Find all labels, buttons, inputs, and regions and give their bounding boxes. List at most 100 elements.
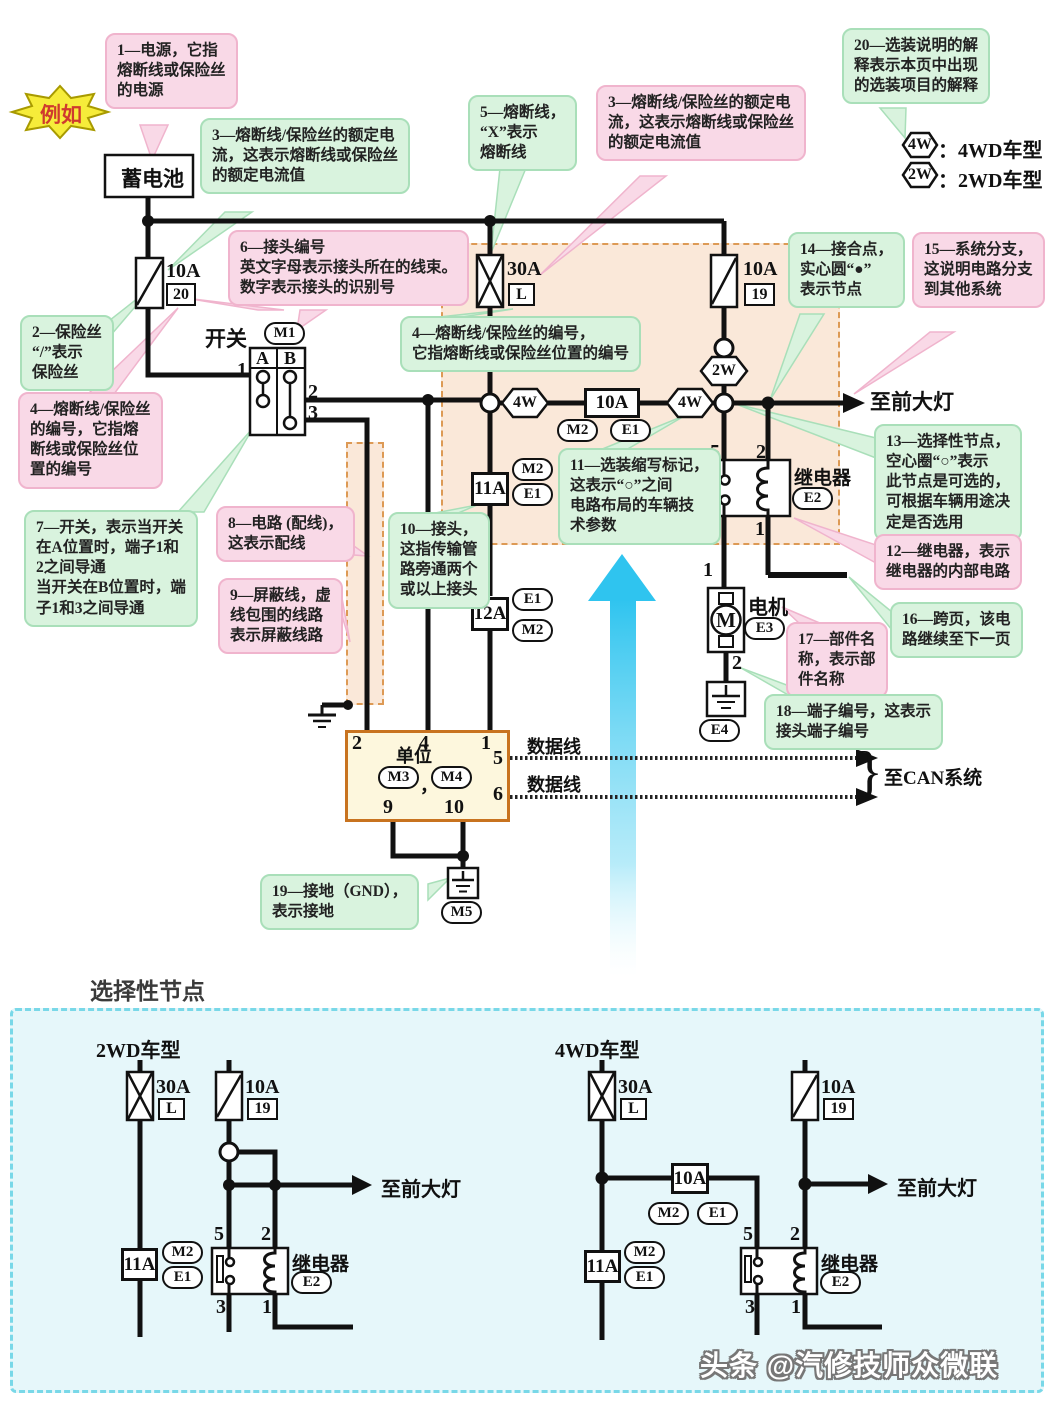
example-badge: 例如 (40, 103, 82, 127)
example-starburst (8, 84, 112, 140)
unit-terminal-5: 5 (493, 747, 503, 769)
ground-symbols (308, 680, 747, 900)
switch-label: 开关 (205, 327, 247, 351)
connector-tag-e4: E4 (699, 719, 740, 742)
callout-3-rating-right: 3—熔断线/保险丝的额定电 流，这表示熔断线或保险丝 的额定电流值 (596, 85, 807, 162)
connector-11a-4wd: 11A (584, 1250, 621, 1283)
callout-3-rating-left: 3—熔断线/保险丝的额定电 流，这表示熔断线或保险丝 的额定电流值 (200, 118, 411, 195)
callout-16-cross-page: 16—跨页，该电 路继续至下一页 (890, 602, 1023, 659)
switch-terminal-2: 2 (308, 381, 318, 403)
can-label: 至CAN系统 (884, 768, 983, 789)
fusible30-id: L (508, 283, 535, 306)
relay4wd-terminal-3: 3 (745, 1296, 755, 1318)
wires-4wd (599, 1060, 882, 1340)
callout-7-switch: 7—开关，表示当开关 在A位置时，端子1和 2之间导通 当开关在B位置时，端 子… (24, 510, 198, 627)
fuse-10a-mid: 10A (584, 388, 640, 418)
headlight-label-2wd: 至前大灯 (381, 1179, 461, 1201)
switch-col-a: A (256, 348, 269, 368)
watermark: 头条 @汽修技师众微联 (700, 1350, 999, 1381)
connector-tag-e1: E1 (512, 483, 553, 506)
unit-terminal-1: 1 (481, 732, 491, 754)
option-tag-4w-left: 4W (513, 394, 537, 411)
callout-13-selective-node: 13—选择性节点， 空心圈“○”表示 此节点是可选的， 可根据车辆用途决 定是否… (874, 424, 1023, 541)
callout-8-circuit: 8—电路 (配线)， 这表示配线 (216, 506, 355, 563)
connector-tag-m2: M2 (512, 619, 553, 642)
headlight-label: 至前大灯 (870, 390, 954, 414)
fuse20-rating: 10A (166, 260, 201, 282)
connector-tag-e2: E2 (820, 1271, 861, 1294)
connector-tag-m3: M3 (378, 766, 419, 789)
connector-tag-e1: E1 (162, 1266, 203, 1289)
connector-11a: 11A (471, 472, 509, 506)
motor-label: 电机 (748, 597, 788, 619)
fusible30-rating-4wd: 30A (618, 1076, 653, 1098)
connector-tag-m1: M1 (264, 322, 305, 345)
option-tag-2w: 2W (712, 362, 736, 379)
callout-4-fuse-number-mid: 4—熔断线/保险丝的编号， 它指熔断线或保险丝位置的编号 (400, 316, 642, 373)
callout-18-terminal-number: 18—端子编号，这表示 接头端子编号 (764, 694, 944, 751)
connector-11a-2wd: 11A (121, 1248, 158, 1281)
callout-12-relay: 12—继电器，表示 继电器的内部电路 (874, 534, 1023, 591)
callout-14-junction: 14—接合点， 实心圆“●” 表示节点 (788, 232, 906, 309)
connector-tag-e2: E2 (792, 487, 833, 510)
callout-19-ground: 19—接地（GND）， 表示接地 (260, 874, 420, 931)
legend-2w-label: ：2WD车型 (938, 170, 1043, 192)
fuse19-id: 19 (744, 283, 775, 306)
unit-terminal-4: 4 (419, 732, 429, 754)
connector-tag-m2: M2 (648, 1202, 689, 1225)
relay-label: 继电器 (794, 468, 852, 489)
callout-pointers (86, 107, 957, 902)
option-tag-4w-right: 4W (678, 394, 702, 411)
relay2wd-terminal-5: 5 (214, 1223, 224, 1245)
relay-terminal-1: 1 (755, 518, 765, 540)
label-4wd: 4WD车型 (555, 1040, 640, 1062)
relay-label-2wd: 继电器 (292, 1254, 350, 1275)
callout-10-connector: 10—接头， 这指传输管 路旁通两个 或以上接头 (388, 512, 490, 609)
callout-20-option-legend: 20—选装说明的解 释表示本页中出现 的选装项目的解释 (842, 28, 991, 105)
connector-tag-m4: M4 (431, 766, 472, 789)
fuse19-id-4wd: 19 (823, 1098, 854, 1120)
connector-tag-e1: E1 (697, 1202, 738, 1225)
symbols-4wd (587, 1070, 888, 1296)
fuse-10a-4wd: 10A (671, 1163, 709, 1194)
unit-terminal-10: 10 (444, 796, 464, 818)
connector-tag-e3: E3 (744, 617, 785, 640)
connector-tag-e2: E2 (291, 1271, 332, 1294)
fuse20-id: 20 (166, 283, 196, 306)
legend-4w-label: ：4WD车型 (938, 140, 1043, 162)
symbols-2wd (125, 1070, 372, 1296)
connector-tag-m2: M2 (162, 1241, 203, 1264)
data-line-label-2: 数据线 (527, 775, 581, 795)
option-hexagons (500, 131, 939, 419)
callout-17-part-name: 17—部件名 称，表示部 件名称 (786, 622, 888, 699)
motor-terminal-2: 2 (732, 652, 742, 674)
connector-tag-m2: M2 (624, 1241, 665, 1264)
fusible30-rating: 30A (507, 258, 542, 280)
battery-label: 蓄电池 (121, 167, 184, 191)
fuse19-rating: 10A (743, 258, 778, 280)
fuse19-rating-4wd: 10A (821, 1076, 856, 1098)
fusible30-id-2wd: L (158, 1098, 185, 1120)
relay2wd-terminal-2: 2 (261, 1223, 271, 1245)
selective-node-heading: 选择性节点 (90, 978, 205, 1004)
switch-col-b: B (284, 348, 297, 368)
relay-label-4wd: 继电器 (821, 1254, 879, 1275)
callout-5-fusible-link: 5—熔断线， “X”表示 熔断线 (468, 95, 578, 172)
fusible30-id-4wd: L (620, 1098, 647, 1120)
connector-tag-m2: M2 (512, 458, 553, 481)
battery-symbol (103, 153, 195, 199)
switch-terminal-3: 3 (308, 402, 318, 424)
fuse-symbols (134, 253, 739, 310)
data-line-label-1: 数据线 (527, 737, 581, 757)
relay4wd-terminal-2: 2 (790, 1223, 800, 1245)
data-lines (510, 393, 878, 806)
switch-terminal-1: 1 (237, 359, 247, 381)
callout-6-connector-number: 6—接头编号 英文字母表示接头所在的线束。 数字表示接头的识别号 (228, 230, 470, 307)
relay2wd-terminal-3: 3 (216, 1296, 226, 1318)
connector-tag-e1: E1 (610, 419, 651, 442)
callout-9-shielded-line: 9—屏蔽线，虚 线包围的线路 表示屏蔽线路 (218, 578, 343, 655)
callout-15-system-branch: 15—系统分支， 这说明电路分支 到其他系统 (912, 232, 1045, 309)
label-2wd: 2WD车型 (96, 1040, 181, 1062)
